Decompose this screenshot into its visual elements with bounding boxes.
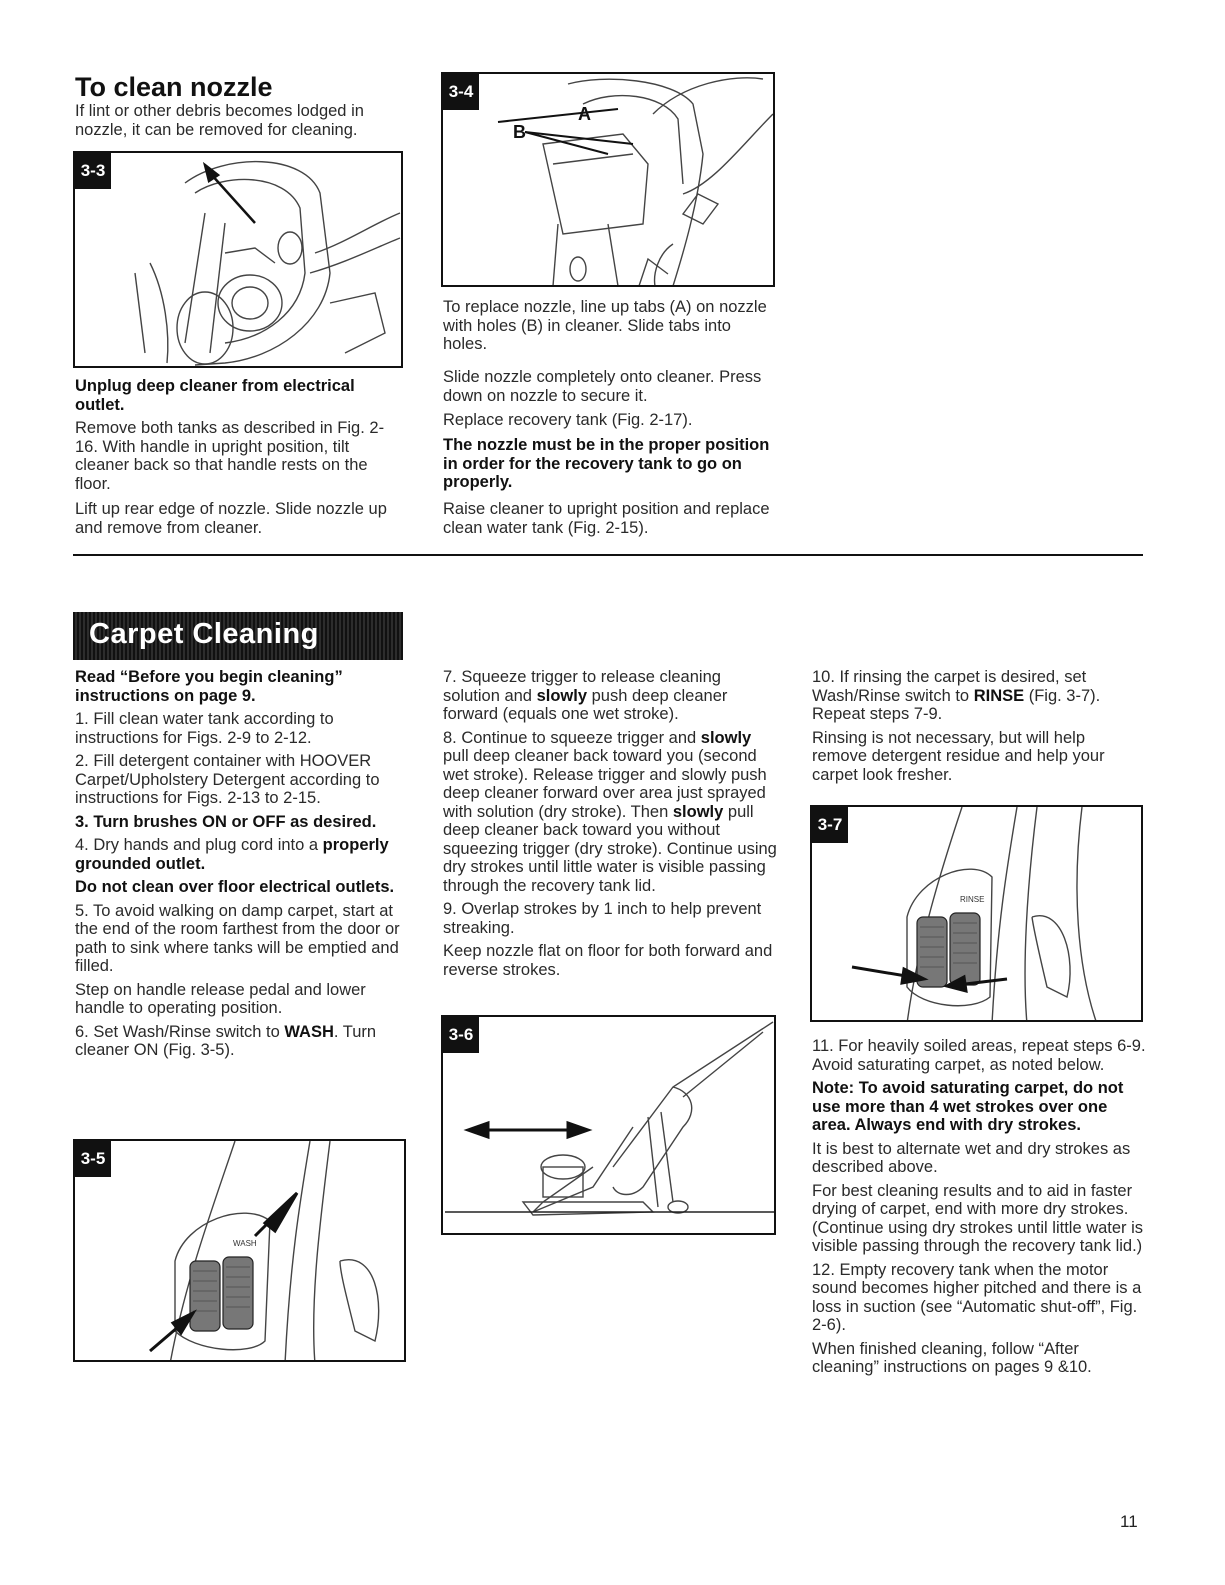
replace-nozzle-text: To replace nozzle, line up tabs (A) on n…: [443, 298, 767, 353]
no-clean-outlets-warning: Do not clean over floor electrical outle…: [75, 878, 395, 896]
step-4: 4. Dry hands and plug cord into a proper…: [75, 836, 410, 873]
step-12: 12. Empty recovery tank when the motor s…: [812, 1260, 1142, 1335]
figure-3-5: WASH 3-5: [73, 1139, 406, 1362]
switch-rinse-label: RINSE: [960, 895, 984, 904]
step-8-bold-2: slowly: [672, 802, 724, 821]
section-divider: [73, 554, 1143, 556]
step-11: 11. For heavily soiled areas, repeat ste…: [812, 1037, 1146, 1074]
raise-cleaner-text: Raise cleaner to upright position and re…: [443, 500, 770, 537]
slide-nozzle-text: Slide nozzle completely onto cleaner. Pr…: [443, 368, 762, 405]
step-8: 8. Continue to squeeze trigger and slowl…: [443, 729, 778, 896]
step-4-text: 4. Dry hands and plug cord into a: [75, 836, 323, 854]
step-3: 3. Turn brushes ON or OFF as desired.: [75, 812, 377, 831]
step-6-post: . Turn cleaner ON (Fig. 3-5).: [75, 1022, 377, 1060]
figure-3-7: RINSE 3-7: [810, 805, 1143, 1022]
stroke-direction-illustration: [445, 1021, 774, 1216]
remove-tanks-text: Remove both tanks as described in Fig. 2…: [75, 419, 385, 493]
step-6-text: 6. Set Wash/Rinse switch to: [75, 1022, 285, 1041]
step-6-bold: WASH: [284, 1022, 334, 1041]
nozzle-removal-illustration: [134, 161, 401, 366]
finished-text: When finished cleaning, follow “After cl…: [812, 1339, 1092, 1377]
step-8-bold-1: slowly: [700, 728, 752, 747]
lift-nozzle-text: Lift up rear edge of nozzle. Slide nozzl…: [75, 500, 387, 537]
figure-label: 3-4: [443, 74, 479, 110]
step-10-text: 10. If rinsing the carpet is desired, se…: [812, 668, 1087, 705]
step-8-text: 8. Continue to squeeze trigger and: [443, 728, 701, 747]
column-3-top: 10. If rinsing the carpet is desired, se…: [812, 668, 1142, 789]
figure-label: 3-7: [812, 807, 848, 843]
figure-label: 3-5: [75, 1141, 111, 1177]
step-9: 9. Overlap strokes by 1 inch to help pre…: [443, 900, 762, 937]
saturation-note: Note: To avoid saturating carpet, do not…: [812, 1079, 1124, 1134]
alternate-text: It is best to alternate wet and dry stro…: [812, 1139, 1131, 1177]
step-7-bold: slowly: [536, 686, 588, 705]
best-results-text: For best cleaning results and to aid in …: [812, 1181, 1144, 1256]
step-7-text: 7. Squeeze trigger to release cleaning s…: [443, 668, 721, 705]
nozzle-position-warning: The nozzle must be in the proper positio…: [443, 436, 770, 491]
step-10: 10. If rinsing the carpet is desired, se…: [812, 668, 1142, 724]
step-10-post: (Fig. 3-7). Repeat steps 7-9.: [812, 686, 1101, 724]
unplug-warning: Unplug deep cleaner from electrical outl…: [75, 377, 355, 414]
step-1: 1. Fill clean water tank according to in…: [75, 710, 334, 747]
step-10-bold: RINSE: [973, 686, 1025, 705]
column-1: Read “Before you begin cleaning” instruc…: [75, 668, 410, 1065]
rinsing-text: Rinsing is not necessary, but will help …: [812, 728, 1105, 784]
column-2: 7. Squeeze trigger to release cleaning s…: [443, 668, 778, 984]
keep-flat-text: Keep nozzle flat on floor for both forwa…: [443, 942, 773, 979]
label-b: B: [513, 122, 526, 142]
step-4-bold: properly grounded outlet.: [75, 836, 389, 873]
section-title-clean-nozzle: To clean nozzle: [75, 72, 273, 102]
step-5: 5. To avoid walking on damp carpet, star…: [75, 901, 400, 976]
figure-3-3: 3-3: [73, 151, 403, 368]
figure-3-6: 3-6: [441, 1015, 776, 1235]
label-a: A: [578, 104, 591, 124]
read-before-note: Read “Before you begin cleaning” instruc…: [75, 668, 343, 705]
intro-text: If lint or other debris becomes lodged i…: [75, 102, 364, 139]
figure-label: 3-6: [443, 1017, 479, 1053]
column-3-bottom: 11. For heavily soiled areas, repeat ste…: [812, 1037, 1147, 1382]
step-8-post: pull deep cleaner back toward you withou…: [443, 802, 777, 895]
wash-rinse-switch-illustration: WASH: [149, 1141, 380, 1360]
switch-wash-label: WASH: [233, 1239, 257, 1248]
step-handle: Step on handle release pedal and lower h…: [75, 980, 366, 1018]
nozzle-replace-illustration: A B: [497, 77, 773, 285]
page-number: 11: [1120, 1512, 1138, 1531]
banner-title: Carpet Cleaning: [89, 618, 319, 650]
carpet-cleaning-banner: Carpet Cleaning: [73, 612, 403, 660]
step-7: 7. Squeeze trigger to release cleaning s…: [443, 668, 778, 724]
step-6: 6. Set Wash/Rinse switch to WASH. Turn c…: [75, 1023, 410, 1060]
step-8-mid: pull deep cleaner back toward you (secon…: [443, 747, 767, 821]
replace-recovery-text: Replace recovery tank (Fig. 2-17).: [443, 411, 693, 429]
step-2: 2. Fill detergent container with HOOVER …: [75, 752, 380, 807]
rinse-switch-illustration: RINSE: [851, 807, 1097, 1020]
figure-3-4: A B 3-4: [441, 72, 775, 287]
figure-label: 3-3: [75, 153, 111, 189]
step-7-post: push deep cleaner forward (equals one we…: [443, 686, 728, 724]
